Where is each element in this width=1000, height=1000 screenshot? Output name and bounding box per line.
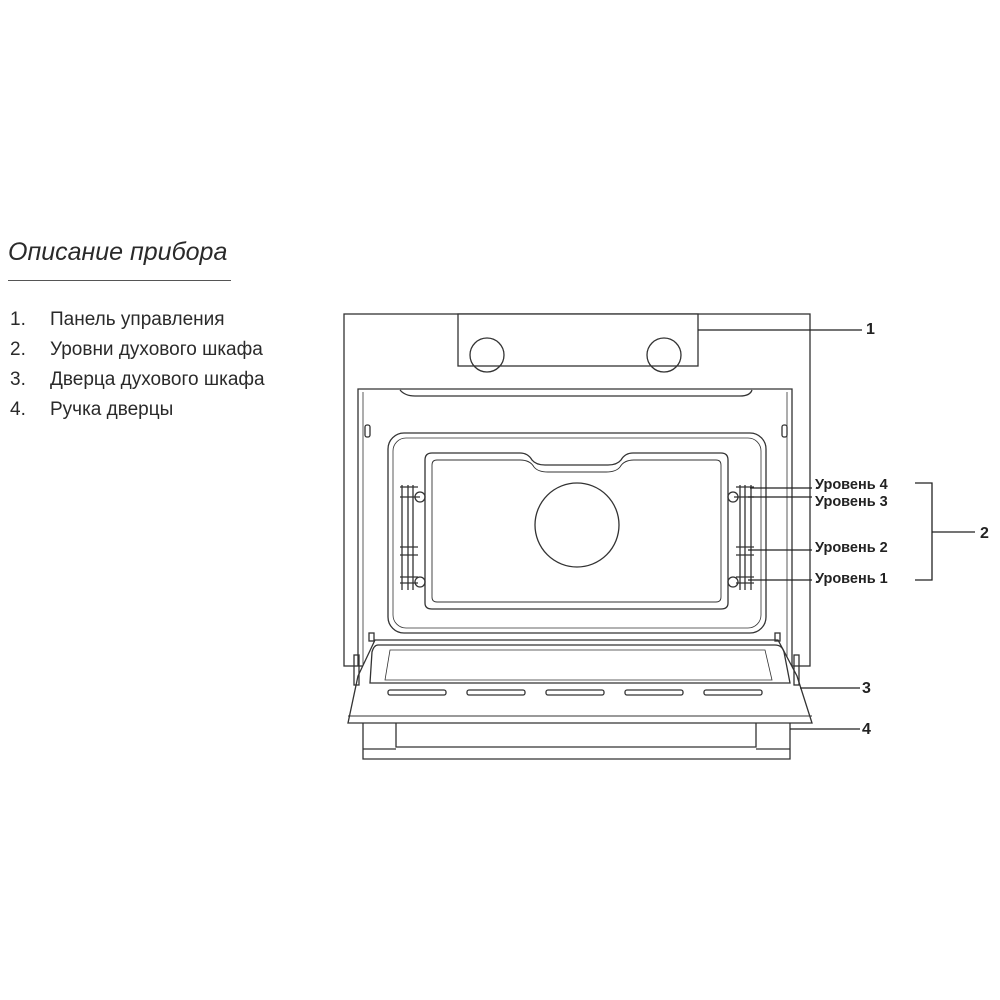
level-4-label: Уровень 4 (815, 477, 888, 493)
item-number: 2. (10, 339, 26, 360)
top-lip (399, 389, 753, 397)
item-label: Ручка дверцы (50, 399, 174, 420)
level-2-label: Уровень 2 (815, 540, 888, 556)
rack-rail-left (400, 485, 426, 590)
item-number: 1. (10, 309, 26, 330)
slot-left (364, 424, 371, 438)
title-underline (8, 280, 231, 281)
item-label: Дверца духового шкафа (50, 369, 265, 390)
cavity-frame (357, 388, 793, 666)
knob-right (646, 337, 682, 373)
back-panel (424, 452, 729, 610)
callout-4: 4 (862, 721, 871, 738)
item-label: Панель управления (50, 309, 225, 330)
door-handle (362, 723, 791, 760)
list-item: 1. Панель управления (10, 305, 265, 335)
list-item: 4. Ручка дверцы (10, 395, 265, 425)
control-panel (457, 313, 699, 367)
oven-cavity (387, 432, 767, 634)
section-title: Описание прибора (8, 238, 228, 266)
level-3-label: Уровень 3 (815, 494, 888, 510)
callout-lines (698, 329, 975, 730)
fan-cover (534, 482, 620, 568)
item-label: Уровни духового шкафа (50, 339, 263, 360)
callout-1: 1 (866, 321, 875, 338)
parts-list: 1. Панель управления 2. Уровни духового шк… (10, 305, 265, 425)
item-number: 4. (10, 399, 26, 420)
callout-2: 2 (980, 525, 989, 542)
level-1-label: Уровень 1 (815, 571, 888, 587)
slot-right (781, 424, 788, 438)
item-number: 3. (10, 369, 26, 390)
callout-3: 3 (862, 680, 871, 697)
knob-left (469, 337, 505, 373)
rack-rail-right (727, 485, 754, 590)
list-item: 2. Уровни духового шкафа (10, 335, 265, 365)
oven-door (347, 639, 813, 724)
list-item: 3. Дверца духового шкафа (10, 365, 265, 395)
door-vents (387, 689, 763, 696)
door-window (369, 644, 791, 684)
